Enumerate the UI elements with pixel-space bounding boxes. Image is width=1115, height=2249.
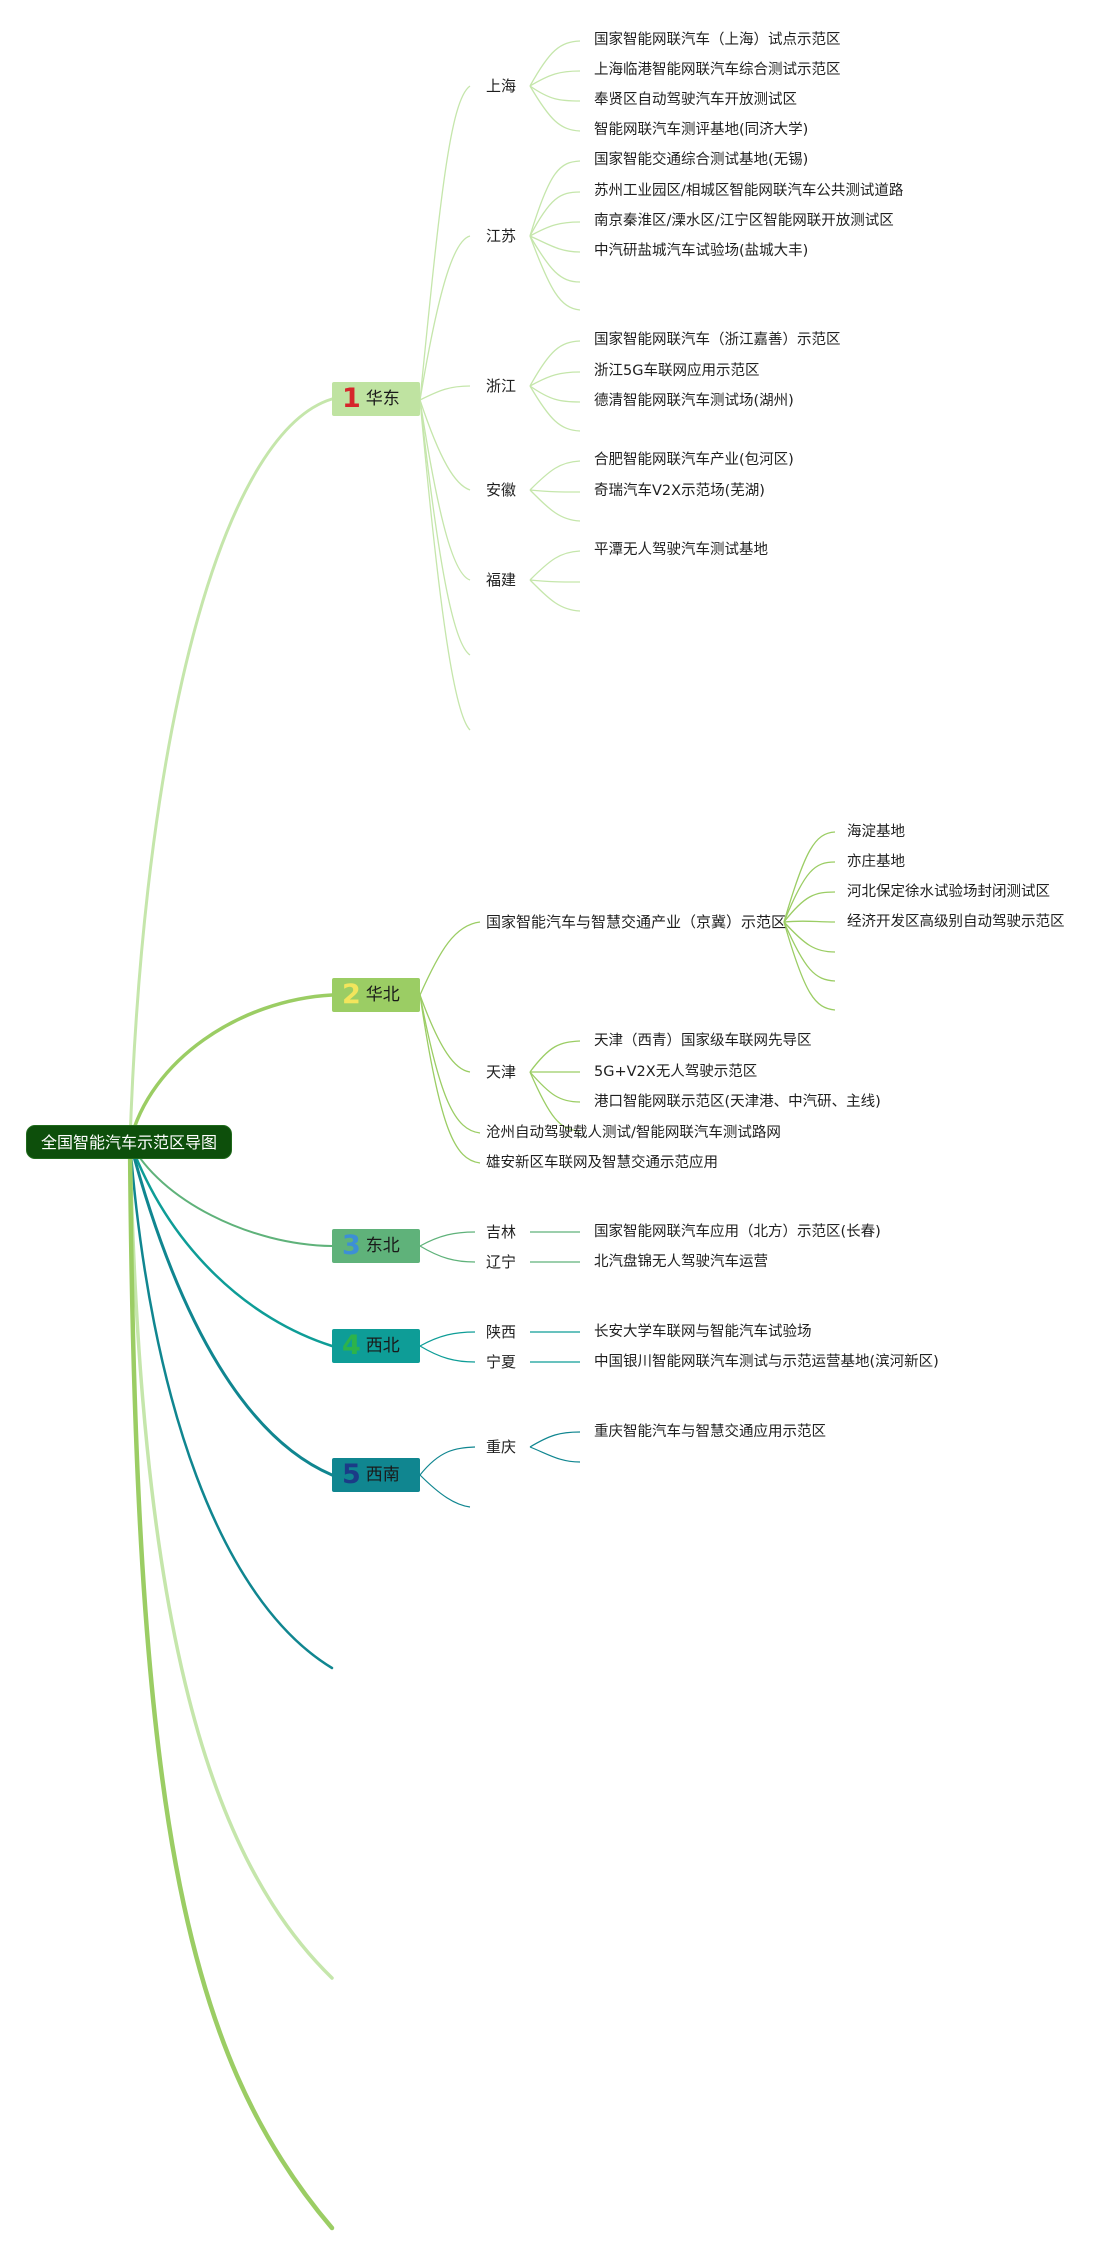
province-node-tianjin[interactable]: 天津	[486, 1063, 517, 1081]
region-label: 华东	[365, 389, 400, 409]
link-huadong-shanghai	[419, 85, 471, 401]
link-huadong-empty-1	[419, 399, 471, 656]
link-huabei-tianjin	[419, 994, 471, 1073]
province-node-liaoning[interactable]: 辽宁	[486, 1253, 517, 1271]
link-huadong-zhejiang	[419, 385, 471, 401]
leaf-node[interactable]: 雄安新区车联网及智慧交通示范应用	[486, 1155, 718, 1171]
leaf-node[interactable]: 智能网联汽车测评基地(同济大学)	[594, 122, 809, 138]
leaf-node[interactable]: 港口智能网联示范区(天津港、中汽研、主线)	[594, 1094, 881, 1110]
province-node-jiangsu[interactable]: 江苏	[486, 227, 517, 245]
leaf-node[interactable]: 国家智能网联汽车（浙江嘉善）示范区	[594, 332, 841, 348]
leaf-node[interactable]: 国家智能网联汽车应用（北方）示范区(长春)	[594, 1224, 881, 1240]
region-number: 1	[342, 383, 361, 414]
region-label: 西北	[365, 1336, 400, 1356]
province-node-anhui[interactable]: 安徽	[486, 481, 517, 499]
leaf-node[interactable]: 国家智能交通综合测试基地(无锡)	[594, 152, 809, 168]
province-node-shanghai[interactable]: 上海	[486, 77, 517, 95]
region-label: 西南	[365, 1465, 400, 1485]
leaf-node[interactable]: 上海临港智能网联汽车综合测试示范区	[594, 62, 841, 78]
leaf-node[interactable]: 苏州工业园区/相城区智能网联汽车公共测试道路	[594, 183, 904, 199]
leaf-node[interactable]: 亦庄基地	[847, 854, 905, 870]
province-node-jingji[interactable]: 国家智能汽车与智慧交通产业（京冀）示范区	[486, 913, 787, 931]
leaf-node[interactable]: 奉贤区自动驾驶汽车开放测试区	[594, 92, 797, 108]
leaf-node[interactable]: 国家智能网联汽车（上海）试点示范区	[594, 32, 841, 48]
link-root-huabei	[128, 993, 334, 1144]
province-node-ningxia[interactable]: 宁夏	[486, 1353, 517, 1371]
link-huadong-empty-2	[419, 399, 471, 731]
link-root-xibei	[128, 1140, 334, 1348]
leaf-node[interactable]: 河北保定徐水试验场封闭测试区	[847, 884, 1050, 900]
link-huabei-cangzhou	[419, 994, 481, 1134]
region-number: 5	[342, 1459, 361, 1490]
province-node-jilin[interactable]: 吉林	[486, 1223, 517, 1241]
leaf-node[interactable]: 合肥智能网联汽车产业(包河区)	[594, 452, 794, 468]
leaf-node[interactable]: 海淀基地	[847, 824, 905, 840]
link-huadong-anhui	[419, 399, 471, 491]
region-number: 2	[342, 979, 361, 1010]
link-root-empty-1	[128, 1140, 334, 1670]
link-huabei-xiongan	[419, 994, 481, 1164]
leaf-node[interactable]: 重庆智能汽车与智慧交通应用示范区	[594, 1424, 826, 1440]
region-label: 华北	[365, 985, 400, 1005]
link-root-xinan	[128, 1140, 334, 1477]
root-node[interactable]: 全国智能汽车示范区导图	[26, 1125, 232, 1159]
link-huadong-fujian	[419, 399, 471, 581]
region-number: 4	[342, 1330, 361, 1361]
leaf-node[interactable]: 奇瑞汽车V2X示范场(芜湖)	[594, 483, 765, 499]
leaf-node[interactable]: 浙江5G车联网应用示范区	[594, 363, 760, 379]
leaf-node[interactable]: 5G+V2X无人驾驶示范区	[594, 1064, 758, 1080]
link-root-empty-2	[128, 1140, 334, 1980]
link-huadong-jiangsu	[419, 235, 471, 401]
leaf-node[interactable]: 南京秦淮区/溧水区/江宁区智能网联开放测试区	[594, 213, 894, 229]
province-node-zhejiang[interactable]: 浙江	[486, 377, 517, 395]
leaf-node[interactable]: 长安大学车联网与智能汽车试验场	[594, 1324, 812, 1340]
leaf-node[interactable]: 平潭无人驾驶汽车测试基地	[594, 542, 768, 558]
leaf-node[interactable]: 经济开发区高级别自动驾驶示范区	[847, 914, 1065, 930]
link-root-huadong	[128, 397, 334, 1144]
region-label: 东北	[365, 1236, 400, 1256]
leaf-node[interactable]: 德清智能网联汽车测试场(湖州)	[594, 393, 794, 409]
link-huabei-jingji	[419, 921, 481, 996]
province-node-fujian[interactable]: 福建	[486, 571, 517, 589]
leaf-node[interactable]: 中汽研盐城汽车试验场(盐城大丰)	[594, 243, 809, 259]
link-root-dongbei	[129, 1141, 333, 1247]
region-number: 3	[342, 1230, 361, 1261]
leaf-node[interactable]: 北汽盘锦无人驾驶汽车运营	[594, 1254, 768, 1270]
leaf-node[interactable]: 中国银川智能网联汽车测试与示范运营基地(滨河新区)	[594, 1354, 939, 1370]
province-node-chongqing[interactable]: 重庆	[486, 1438, 517, 1456]
leaf-node[interactable]: 天津（西青）国家级车联网先导区	[594, 1033, 812, 1049]
link-root-empty-3	[127, 1139, 335, 2231]
leaf-node[interactable]: 沧州自动驾驶载人测试/智能网联汽车测试路网	[486, 1125, 781, 1141]
province-node-shaanxi[interactable]: 陕西	[486, 1323, 517, 1341]
